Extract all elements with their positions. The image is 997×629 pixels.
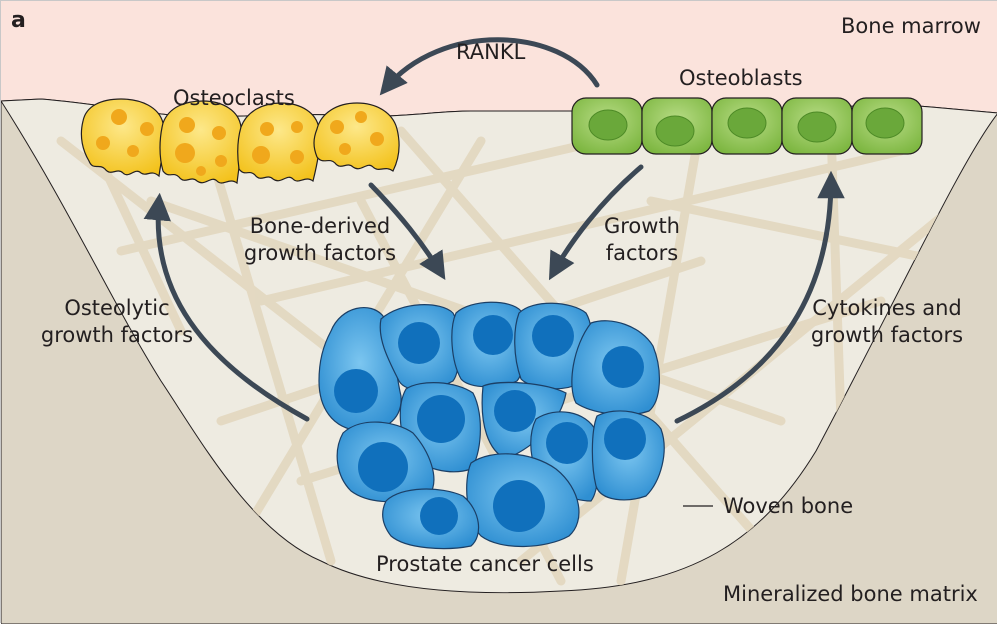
osteolytic-label: Osteolytic growth factors <box>31 295 203 349</box>
signal-arrows <box>143 37 845 424</box>
osteoblast-cell <box>781 97 853 155</box>
cytokines-label: Cytokines and growth factors <box>801 295 973 349</box>
bone-derived-label: Bone-derived growth factors <box>225 213 415 267</box>
rankl-label: RANKL <box>456 40 526 64</box>
osteoclast-cell <box>80 98 165 178</box>
cancer-cell <box>451 301 527 388</box>
cancer-cell <box>336 421 435 503</box>
osteoclast-cell <box>159 100 243 185</box>
cytokines-line-2: growth factors <box>810 323 964 347</box>
panel-letter: a <box>11 8 26 33</box>
cancer-cell <box>591 410 665 501</box>
osteoblast-cell <box>571 97 643 155</box>
cancer-cell <box>481 381 567 460</box>
osteoblast-cells <box>571 97 923 155</box>
growth-factors-line-1: Growth <box>603 214 680 238</box>
osteoclast-cells <box>80 98 400 185</box>
bone-derived-line-2: growth factors <box>243 241 397 265</box>
growth-factors-line-2: factors <box>605 241 679 265</box>
growth-factors-arrow <box>548 164 644 281</box>
growth-factors-label: Growth factors <box>579 213 705 267</box>
rankl-arrow <box>379 37 600 96</box>
osteoblast-cell <box>851 97 923 155</box>
cancer-cell <box>318 307 402 432</box>
mineralized-bone-label: Mineralized bone matrix <box>723 582 978 606</box>
bone-derived-arrow <box>368 182 446 280</box>
osteolytic-arrow <box>143 192 310 422</box>
osteolytic-line-1: Osteolytic <box>64 296 170 320</box>
osteoblasts-label: Osteoblasts <box>679 66 803 90</box>
cytokines-arrow <box>674 170 845 424</box>
woven-bone-label: Woven bone <box>723 494 854 518</box>
cancer-cell-cluster <box>318 301 665 550</box>
osteolytic-line-2: growth factors <box>40 323 194 347</box>
bone-marrow-label: Bone marrow <box>841 14 981 38</box>
cancer-cells-label: Prostate cancer cells <box>376 552 594 576</box>
osteoclasts-label: Osteoclasts <box>173 86 295 110</box>
cancer-cell <box>382 488 480 550</box>
osteoblast-cell <box>641 97 713 155</box>
bone-derived-line-1: Bone-derived <box>249 214 391 238</box>
osteoblast-cell <box>711 97 783 155</box>
osteoclast-cell <box>237 102 321 183</box>
cancer-cell <box>379 304 461 391</box>
cytokines-line-1: Cytokines and <box>812 296 962 320</box>
osteoclast-cell <box>313 102 400 172</box>
cancer-cell <box>571 320 660 416</box>
